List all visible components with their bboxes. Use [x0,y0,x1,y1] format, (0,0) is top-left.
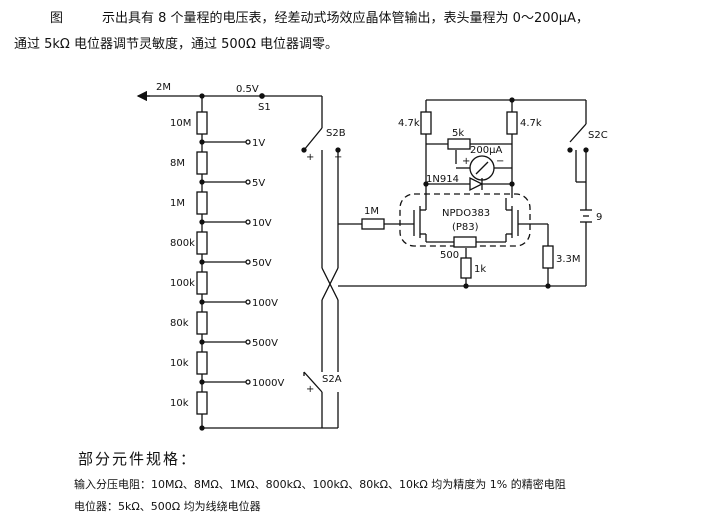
figure-label: 图 [50,11,64,26]
tap-contact-1 [245,139,251,145]
divider-resistor-6 [196,351,208,375]
tap-contact-2 [245,179,251,185]
divider-resistor-5 [196,311,208,335]
s2a-label: S2A [322,374,342,385]
r-gate2-label: 3.3M [556,254,581,265]
tap-label-7: 1000V [252,378,284,389]
figure-caption: 图 示出具有 8 个量程的电压表，经差动式场效应晶体管输出，表头量程为 0～200… [14,6,714,58]
pot-zero-label: 500 [440,250,459,261]
spec-line-2: 电位器：5kΩ、500Ω 均为线绕电位器 [74,500,261,513]
tap-label-2: 5V [252,178,265,189]
divider-resistor-1 [196,151,208,175]
divider-resistor-label-2: 1M [170,198,185,209]
s1-label: S1 [258,102,271,113]
tap-label-1: 1V [252,138,265,149]
meter-label: 200μA [470,145,502,156]
tap-label-0: 0.5V [236,84,259,95]
divider-resistor-label-5: 80k [170,318,189,329]
divider-resistor-label-0: 10M [170,118,191,129]
divider-resistor-label-7: 10k [170,398,189,409]
source-resistor-1k [460,257,472,279]
s2b-label: S2B [326,128,346,139]
drain-resistor-right [506,111,518,135]
tap-label-6: 500V [252,338,278,349]
tap-label-3: 10V [252,218,272,229]
divider-resistor-label-4: 100k [170,278,195,289]
caption-line-1: 示出具有 8 个量程的电压表，经差动式场效应晶体管输出，表头量程为 0～200μ… [102,11,589,26]
fet-label: NPDO383 [442,208,490,219]
fet-alt-label: (P83) [452,222,479,233]
divider-resistor-label-6: 10k [170,358,189,369]
r-source-label: 1k [474,264,486,275]
s2a-plus: + [306,384,314,395]
input-resistor-label: 2M [156,82,171,93]
divider-resistor-label-3: 800k [170,238,195,249]
s2b-blade [303,127,323,151]
divider-resistor-label-1: 8M [170,158,185,169]
s2c-label: S2C [588,130,608,141]
r-right-label: 4.7k [520,118,542,129]
sensitivity-pot-5k [447,138,471,150]
gate-resistor-1m [361,218,385,230]
divider-resistor-2 [196,191,208,215]
tap-label-5: 100V [252,298,278,309]
pot-5k-label: 5k [452,128,464,139]
tap-contact-6 [245,339,251,345]
caption-line-2: 通过 5kΩ 电位器调节灵敏度，通过 500Ω 电位器调零。 [14,37,339,52]
s2c-blade [569,123,587,143]
gate-resistor-label: 1M [364,206,379,217]
spec-line-1: 输入分压电阻：10MΩ、8MΩ、1MΩ、800kΩ、100kΩ、80kΩ、10k… [74,478,566,491]
tap-contact-4 [245,259,251,265]
meter-plus-label: + [462,156,470,167]
divider-resistor-3 [196,231,208,255]
spec-title: 部分元件规格： [78,450,198,468]
s2b-plus: + [306,152,314,163]
tap-contact-3 [245,219,251,225]
meter-minus-label: − [496,156,504,167]
diode-1n914 [469,176,484,192]
divider-resistor-4 [196,271,208,295]
divider-resistor-7 [196,391,208,415]
tap-label-4: 50V [252,258,272,269]
s1-contact [259,93,265,99]
battery-label: 9 [596,212,602,223]
zero-pot-500 [453,236,477,248]
s2a-blade [303,371,323,393]
divider-resistor-0 [196,111,208,135]
gate-resistor-3-3m [542,245,554,269]
tap-contact-5 [245,299,251,305]
tap-contact-7 [245,379,251,385]
diode-label: 1N914 [426,174,459,185]
r-left-label: 4.7k [398,118,420,129]
drain-resistor-left [420,111,432,135]
s2b-minus: − [334,152,342,163]
